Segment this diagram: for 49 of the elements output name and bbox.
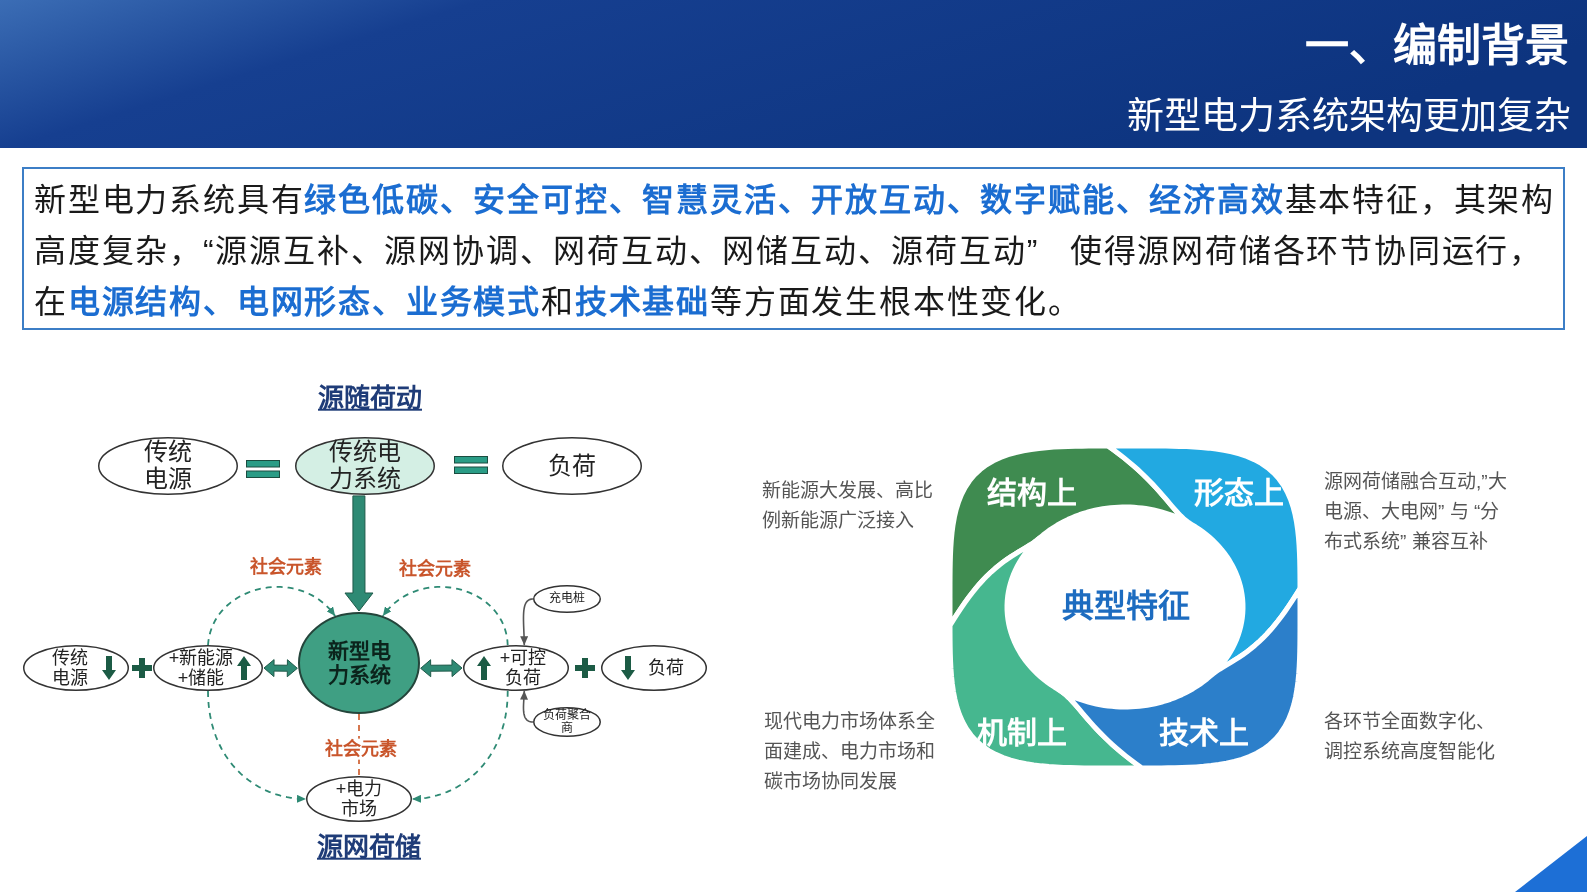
- edge-label: 社会元素: [397, 558, 473, 580]
- node-label: +电力市场: [335, 778, 383, 820]
- dashed-arrow: [411, 689, 509, 803]
- dashed-arrow: [207, 586, 337, 646]
- node-label: 传统电力系统: [328, 439, 402, 493]
- page-title: 一、编制背景: [1305, 24, 1569, 68]
- segment-label: 技术上: [1159, 715, 1249, 749]
- node-label: 充电桩: [548, 592, 586, 606]
- description-text: 源网荷储融合互动,”大电源、大电网” 与 “分布式系统” 兼容互补: [1324, 470, 1508, 554]
- ellipse-node: [533, 585, 601, 613]
- paragraph-text: 新型电力系统具有绿色低碳、安全可控、智慧灵活、开放互动、数字赋能、经济高效基本特征，其架构高度复杂，“源源互补、源网协调、网荷互动、网储互动、源荷互动” 使得源网荷储各环节协同运行，在电源结构、电网形态、业务模式和技术基础等方面发生根本性变化。: [34, 181, 1556, 322]
- arrow: [520, 598, 534, 647]
- node-label: +可控负荷: [498, 647, 548, 689]
- ellipse-node: [98, 437, 238, 495]
- segment-label: 结构上: [987, 475, 1077, 509]
- ellipse-node: [153, 645, 263, 691]
- dashed-arrow: [207, 690, 307, 803]
- diagram-heading: 源随荷动: [318, 383, 422, 413]
- node-label: 负荷: [547, 452, 597, 480]
- diagram-heading: 源网荷储: [317, 832, 421, 862]
- description-text: 新能源大发展、高比例新能源广泛接入: [762, 479, 934, 533]
- dashed-line: [358, 713, 360, 777]
- segment-label: 形态上: [1194, 475, 1284, 509]
- node-label: 传统电源: [143, 439, 193, 493]
- circle-node: [298, 612, 420, 714]
- dashed-arrow: [381, 586, 509, 647]
- ellipse-node: [295, 437, 435, 495]
- ellipse-node: [502, 437, 642, 495]
- node-label: +新能源+储能: [167, 647, 235, 689]
- node-label: 传统电源: [51, 647, 89, 689]
- description-text: 各环节全面数字化、调控系统高度智能化: [1324, 710, 1496, 764]
- node-label: 负荷聚合商: [542, 708, 592, 736]
- page-subtitle: 新型电力系统架构更加复杂: [1127, 97, 1571, 138]
- ellipse-node: [23, 645, 129, 691]
- ellipse-node: [463, 645, 569, 691]
- segment-label: 机制上: [977, 715, 1067, 749]
- ellipse-node: [533, 707, 601, 737]
- center-title: 典型特征: [1062, 589, 1190, 625]
- node-label: 新型电力系统: [326, 639, 392, 687]
- ellipse-node: [306, 776, 412, 822]
- block-arrow: [344, 495, 374, 612]
- double-arrow: [420, 659, 463, 678]
- double-arrow: [263, 659, 298, 678]
- edge-label: 社会元素: [323, 738, 399, 760]
- node-label: 负荷: [647, 657, 685, 679]
- ellipse-node: [601, 645, 707, 691]
- edge-label: 社会元素: [248, 556, 324, 578]
- description-text: 现代电力市场体系全面建成、电力市场和碳市场协同发展: [764, 710, 936, 794]
- arrow: [520, 689, 534, 723]
